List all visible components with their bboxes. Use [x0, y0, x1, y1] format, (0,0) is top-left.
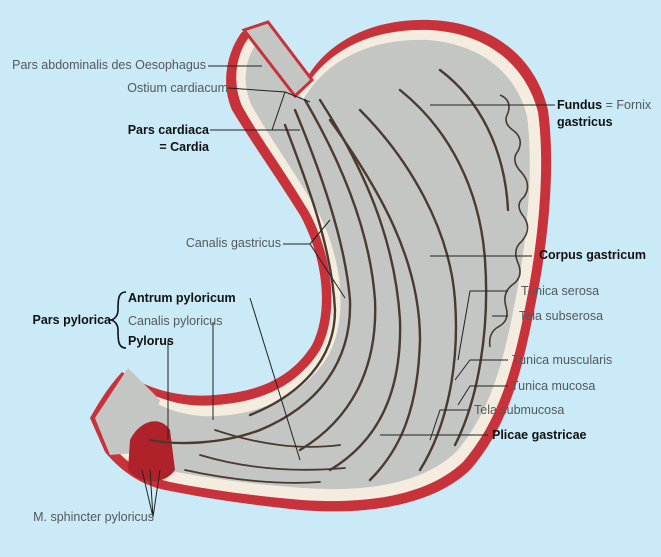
pars-pylorica-bracket	[109, 291, 127, 349]
label-tunica-muscularis: Tunica muscularis	[512, 353, 613, 367]
label-fundus-eq: = Fornix	[602, 98, 652, 112]
label-pars-cardiaca: Pars cardiaca	[127, 123, 209, 137]
pyloric-sphincter-muscle	[128, 421, 175, 482]
label-ostium-cardiacum: Ostium cardiacum	[127, 81, 228, 95]
stomach-mucosa	[117, 38, 530, 490]
label-tela-subserosa: Tela subserosa	[519, 309, 604, 323]
oesophagus-tube	[241, 20, 315, 99]
label-plicae-gastricae: Plicae gastricae	[492, 428, 587, 442]
label-tela-submucosa: Tela submucosa	[474, 403, 565, 417]
label-cardia: = Cardia	[159, 140, 209, 154]
label-corpus-gastricum: Corpus gastricum	[539, 248, 646, 262]
label-tunica-mucosa: Tunica mucosa	[511, 379, 596, 393]
label-gastricus: gastricus	[557, 115, 613, 129]
label-pylorus: Pylorus	[128, 334, 174, 348]
label-m-sphincter-pyloricus: M. sphincter pyloricus	[33, 510, 154, 524]
gastric-folds	[148, 68, 510, 484]
label-fundus: Fundus = Fornix	[557, 98, 651, 113]
label-canalis-gastricus: Canalis gastricus	[185, 236, 281, 250]
label-fundus-bold: Fundus	[557, 98, 603, 112]
label-pars-pylorica: Pars pylorica	[32, 313, 111, 327]
label-antrum-pyloricum: Antrum pyloricum	[128, 291, 236, 305]
mucosa-wavy-edge	[488, 94, 529, 348]
leader-lines	[141, 65, 555, 518]
label-pars-abdominalis: Pars abdominalis des Oesophagus	[12, 58, 206, 72]
label-canalis-pyloricus: Canalis pyloricus	[128, 314, 223, 328]
label-tunica-serosa: Tunica serosa	[521, 284, 600, 298]
